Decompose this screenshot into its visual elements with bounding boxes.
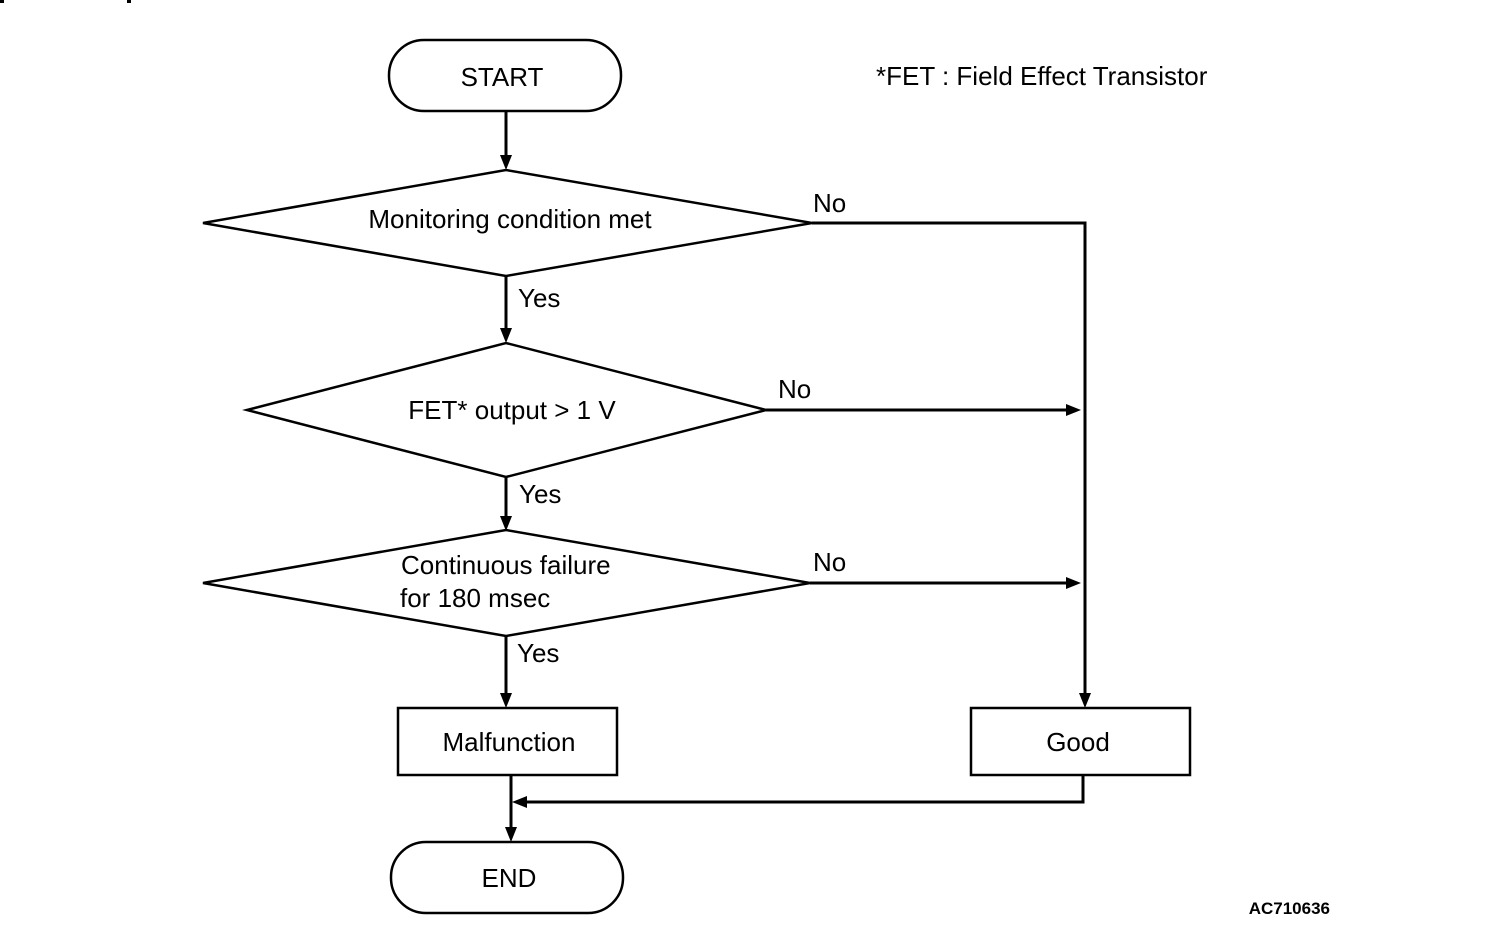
d2-yes-label: Yes (519, 479, 561, 509)
arrowhead-d1-yes (500, 328, 512, 343)
arrowhead-d3-no (1066, 577, 1081, 589)
good-box (969, 706, 1192, 777)
fet-footnote: *FET : Field Effect Transistor (876, 61, 1208, 91)
top-edge-mark-right (127, 0, 131, 3)
decision-continuous-label-line2: for 180 msec (400, 583, 550, 613)
top-edge-mark-left (0, 0, 4, 3)
arrowhead-to-end (505, 827, 517, 842)
decision-continuous-label-line1: Continuous failure (401, 550, 611, 580)
arrowhead-d2-no (1066, 404, 1081, 416)
d3-no-label: No (813, 547, 846, 577)
d1-no-label: No (813, 188, 846, 218)
arrowhead-good-join (512, 796, 527, 808)
end-terminator (389, 840, 625, 915)
connector-d1-no (812, 221, 1087, 693)
d1-yes-label: Yes (518, 283, 560, 313)
start-label: START (461, 62, 544, 92)
decision-monitoring-label: Monitoring condition met (368, 204, 652, 234)
arrowhead-start-to-d1 (500, 155, 512, 170)
connector-good-to-join (527, 775, 1085, 804)
decision-fet-label: FET* output > 1 V (408, 395, 616, 425)
d3-yes-label: Yes (517, 638, 559, 668)
figure-id: AC710636 (1249, 899, 1330, 918)
malfunction-label: Malfunction (443, 727, 576, 757)
end-label: END (482, 863, 537, 893)
malfunction-box (396, 706, 619, 777)
good-label: Good (1046, 727, 1110, 757)
arrowhead-to-good (1079, 693, 1091, 708)
arrowhead-d3-yes (500, 693, 512, 708)
d2-no-label: No (778, 374, 811, 404)
arrowhead-d2-yes (500, 516, 512, 531)
